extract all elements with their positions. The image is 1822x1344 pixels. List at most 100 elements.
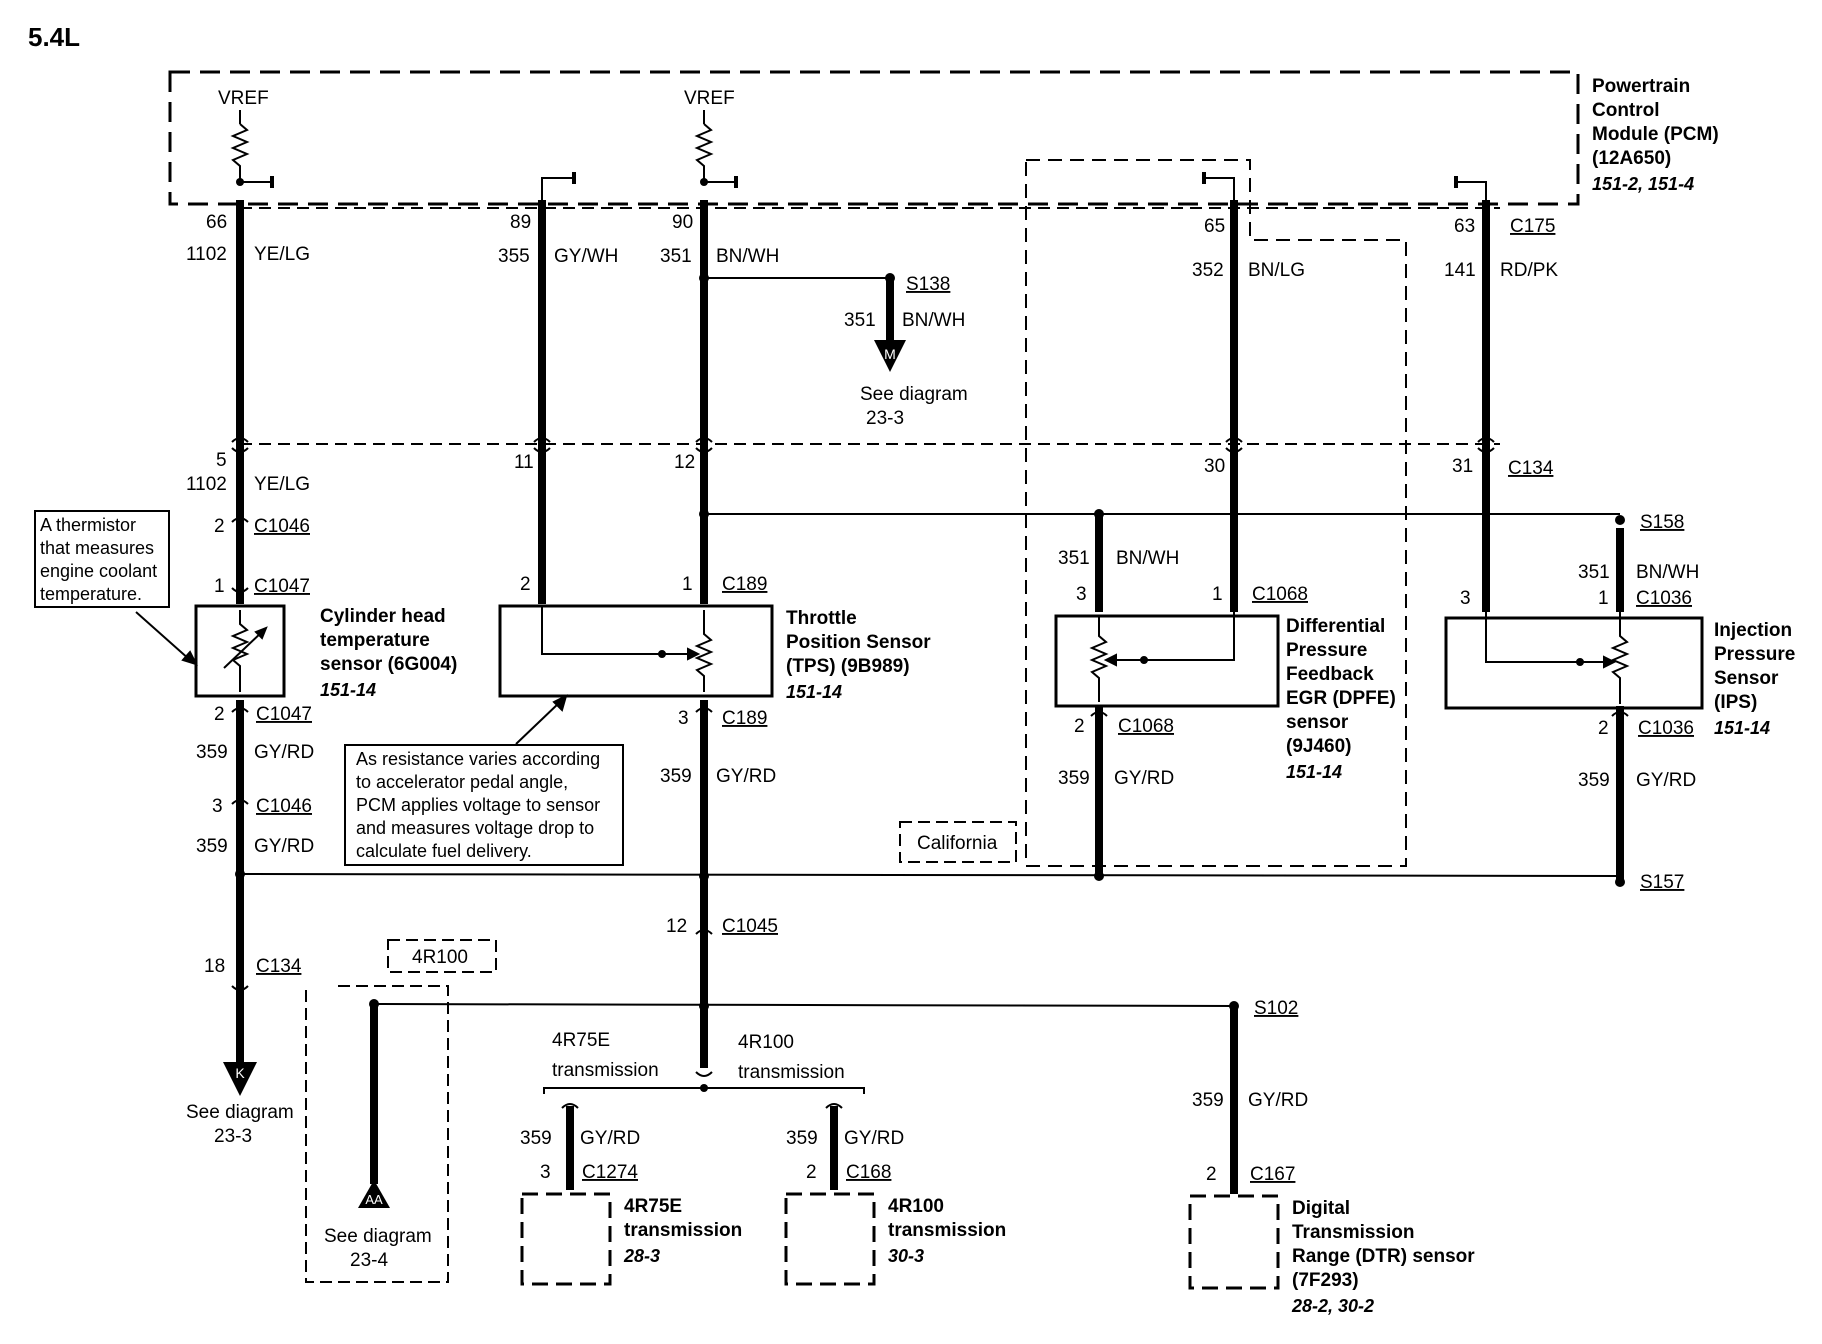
svg-text:C1046: C1046: [254, 516, 310, 537]
svg-text:Range (DTR) sensor: Range (DTR) sensor: [1292, 1246, 1475, 1267]
svg-text:C1036: C1036: [1636, 588, 1692, 609]
svg-text:C1047: C1047: [254, 576, 310, 597]
svg-text:351: 351: [844, 310, 876, 331]
svg-text:BN/WH: BN/WH: [1116, 548, 1179, 569]
svg-text:151-14: 151-14: [786, 682, 842, 702]
svg-text:28-3: 28-3: [623, 1246, 660, 1266]
california-box: [899, 821, 1017, 863]
dtr-sensor-box: [1188, 1194, 1280, 1290]
pin-numbers: 66 89 90 65 63 5 11 12 30 31 2 1 2 1 2 3…: [204, 212, 1609, 1185]
svg-text:BN/WH: BN/WH: [902, 310, 965, 331]
cht-label: Cylinder head temperature sensor (6G004)…: [320, 606, 457, 700]
svg-text:See diagram: See diagram: [324, 1226, 432, 1247]
svg-text:359: 359: [196, 836, 228, 857]
vref-label-1: VREF: [218, 88, 269, 109]
svg-text:1: 1: [682, 574, 693, 595]
svg-text:351: 351: [1578, 562, 1610, 583]
svg-text:11: 11: [514, 452, 534, 473]
trans-4r75e-box: [520, 1192, 612, 1286]
svg-text:Powertrain: Powertrain: [1592, 76, 1690, 97]
svg-text:151-2, 151-4: 151-2, 151-4: [1592, 174, 1694, 194]
svg-text:YE/LG: YE/LG: [254, 244, 310, 265]
svg-text:sensor (6G004): sensor (6G004): [320, 654, 457, 675]
svg-text:C1036: C1036: [1638, 718, 1694, 739]
svg-text:BN/WH: BN/WH: [716, 246, 779, 267]
svg-text:66: 66: [206, 212, 227, 233]
arrow-m: [874, 340, 906, 372]
svg-text:YE/LG: YE/LG: [254, 474, 310, 495]
svg-text:transmission: transmission: [624, 1220, 742, 1241]
svg-text:Position Sensor: Position Sensor: [786, 632, 931, 653]
svg-text:1102: 1102: [186, 244, 227, 265]
svg-text:2: 2: [214, 516, 225, 537]
svg-text:S138: S138: [906, 274, 950, 295]
svg-text:151-14: 151-14: [1714, 718, 1770, 738]
svg-text:2: 2: [214, 704, 225, 725]
svg-text:BN/LG: BN/LG: [1248, 260, 1305, 281]
aa-dashed-region: [305, 985, 449, 1283]
svg-text:151-14: 151-14: [320, 680, 376, 700]
svg-text:S157: S157: [1640, 872, 1684, 893]
svg-text:30-3: 30-3: [888, 1246, 924, 1266]
vref-label-2: VREF: [684, 88, 735, 109]
svg-text:4R75E: 4R75E: [624, 1196, 682, 1217]
cht-sensor-box: [194, 604, 286, 698]
svg-text:18: 18: [204, 956, 225, 977]
svg-text:BN/WH: BN/WH: [1636, 562, 1699, 583]
dtr-label: Digital Transmission Range (DTR) sensor …: [1291, 1198, 1475, 1316]
svg-text:355: 355: [498, 246, 530, 267]
svg-text:2: 2: [1206, 1164, 1217, 1185]
svg-text:351: 351: [660, 246, 692, 267]
california-label: California: [917, 833, 998, 854]
svg-text:359: 359: [786, 1128, 818, 1149]
svg-text:GY/RD: GY/RD: [1636, 770, 1696, 791]
svg-text:351: 351: [1058, 548, 1090, 569]
svg-text:23-3: 23-3: [214, 1126, 252, 1147]
svg-text:C1068: C1068: [1118, 716, 1174, 737]
svg-text:GY/RD: GY/RD: [254, 742, 314, 763]
svg-text:(TPS) (9B989): (TPS) (9B989): [786, 656, 910, 677]
thermistor-note: A thermistor that measures engine coolan…: [34, 510, 170, 608]
svg-text:C1046: C1046: [256, 796, 312, 817]
svg-text:Injection: Injection: [1714, 620, 1792, 641]
svg-text:C175: C175: [1510, 216, 1555, 237]
svg-text:Pressure: Pressure: [1714, 644, 1795, 665]
svg-text:4R100: 4R100: [888, 1196, 944, 1217]
svg-text:C1045: C1045: [722, 916, 778, 937]
ips-label: Injection Pressure Sensor (IPS) 151-14: [1714, 620, 1795, 738]
california-region: [1025, 159, 1407, 867]
connector-marks: [231, 437, 1629, 1109]
arrow-aa: [358, 1180, 390, 1208]
svg-text:See diagram: See diagram: [186, 1102, 294, 1123]
svg-text:K: K: [235, 1065, 245, 1081]
svg-text:GY/WH: GY/WH: [554, 246, 618, 267]
page-title: 5.4L: [28, 22, 80, 52]
svg-text:2: 2: [520, 574, 531, 595]
arrow-k: [223, 1062, 257, 1096]
svg-text:65: 65: [1204, 216, 1225, 237]
svg-text:Module (PCM): Module (PCM): [1592, 124, 1719, 145]
svg-text:3: 3: [540, 1162, 551, 1183]
svg-text:transmission: transmission: [738, 1062, 845, 1083]
vref-resistor-2: [694, 110, 738, 188]
svg-text:151-14: 151-14: [1286, 762, 1342, 782]
svg-text:Differential: Differential: [1286, 616, 1385, 637]
svg-text:23-4: 23-4: [350, 1250, 388, 1271]
svg-text:5: 5: [216, 450, 227, 471]
tps-sensor-box: [498, 604, 774, 698]
dpfe-sensor-box: [1054, 614, 1280, 708]
ips-potentiometer: [1485, 612, 1630, 704]
svg-text:C134: C134: [256, 956, 302, 977]
svg-text:(12A650): (12A650): [1592, 148, 1671, 169]
svg-text:12: 12: [674, 452, 695, 473]
dpfe-potentiometer: [1089, 612, 1235, 702]
svg-text:141: 141: [1444, 260, 1476, 281]
svg-text:Pressure: Pressure: [1286, 640, 1367, 661]
svg-text:C167: C167: [1250, 1164, 1295, 1185]
svg-text:transmission: transmission: [888, 1220, 1006, 1241]
svg-text:C1274: C1274: [582, 1162, 638, 1183]
svg-text:S158: S158: [1640, 512, 1684, 533]
trans-4r100-label: 4R100 transmission 30-3: [888, 1196, 1006, 1266]
